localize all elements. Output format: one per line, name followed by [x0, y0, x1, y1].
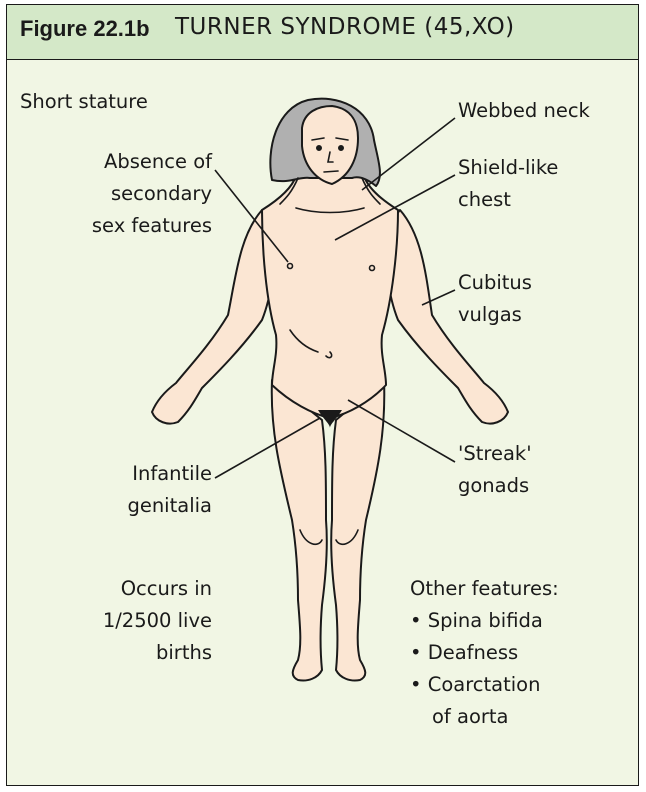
bullet-icon: •	[410, 641, 422, 664]
leader-streak	[347, 399, 456, 463]
left-nipple	[286, 262, 294, 270]
label-short-stature: Short stature	[20, 90, 148, 113]
neck-web-right	[361, 177, 381, 205]
right-eye	[337, 145, 344, 152]
bullet-icon: •	[410, 609, 422, 632]
label-infantile-line2: genitalia	[127, 494, 212, 517]
mouth	[323, 170, 339, 173]
leader-cubitus	[421, 289, 456, 306]
incidence-line1: Occurs in	[120, 577, 212, 600]
leader-shield-chest	[334, 174, 456, 241]
other-feature-item: • Spina bifida	[410, 609, 543, 632]
face	[301, 105, 359, 185]
label-cubitus-line2: vulgas	[458, 303, 522, 326]
label-shield-line1: Shield-like	[458, 156, 559, 179]
neck-web-left	[279, 177, 299, 205]
other-feature-item: • Coarctation	[410, 673, 541, 696]
right-nipple	[368, 264, 376, 272]
label-webbed-neck: Webbed neck	[458, 99, 590, 122]
leader-infantile	[214, 417, 321, 479]
label-streak-line2: gonads	[458, 474, 530, 497]
label-infantile-line1: Infantile	[132, 462, 212, 485]
knee-left	[299, 529, 323, 546]
bullet-icon: •	[410, 673, 422, 696]
left-brow	[311, 137, 325, 141]
abdomen-line	[289, 329, 319, 353]
incidence-line3: births	[156, 641, 212, 664]
nose	[327, 151, 334, 163]
genital-mark	[318, 410, 342, 428]
right-brow	[335, 137, 349, 141]
label-absence-line2: secondary	[110, 182, 212, 205]
label-cubitus-line1: Cubitus	[458, 271, 532, 294]
other-feature-item-continuation: of aorta	[432, 705, 509, 728]
figure-title: TURNER SYNDROME (45,XO)	[175, 14, 515, 40]
right-arm	[383, 209, 509, 425]
left-arm	[151, 209, 277, 425]
other-feature-item: • Deafness	[410, 641, 519, 664]
label-absence-line1: Absence of	[104, 150, 212, 173]
incidence-line2: 1/2500 live	[102, 609, 212, 632]
label-shield-line2: chest	[458, 188, 511, 211]
leader-absence	[214, 169, 289, 263]
collarbone	[295, 207, 365, 214]
figure-header: Figure 22.1b TURNER SYNDROME (45,XO)	[7, 5, 638, 60]
other-features-heading: Other features:	[410, 577, 559, 600]
label-absence-line3: sex features	[91, 214, 212, 237]
leader-webbed-neck	[361, 117, 456, 191]
label-streak-line1: 'Streak'	[458, 442, 532, 465]
navel	[325, 351, 333, 359]
left-eye	[315, 145, 322, 152]
figure-number: Figure 22.1b	[20, 16, 150, 41]
knee-right	[335, 529, 359, 546]
